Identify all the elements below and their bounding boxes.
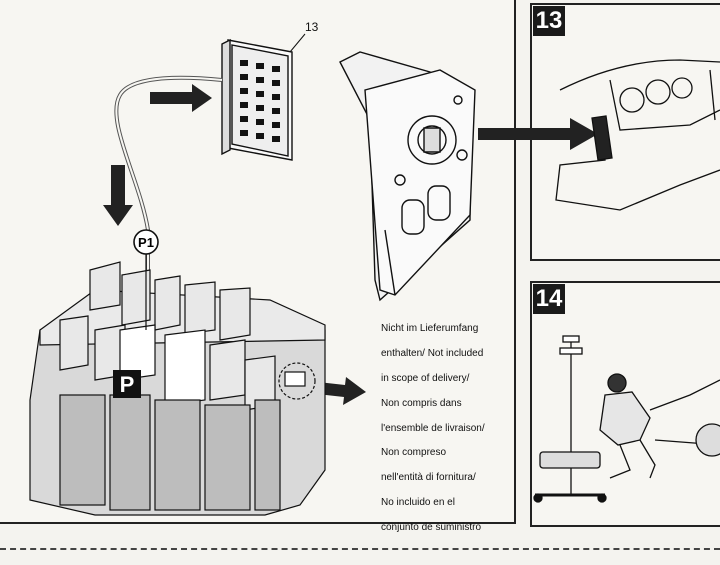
note-line: Non compreso <box>381 447 447 459</box>
note-line: conjunto de suministro <box>381 521 482 533</box>
note-line: l'ensemble de livraison/ <box>381 422 485 434</box>
arrow-down-icon <box>103 165 133 226</box>
part-number-callout: 13 <box>305 20 319 34</box>
note-line: nell'entità di fornitura/ <box>381 472 476 484</box>
note-line: No incluido en el <box>381 497 455 509</box>
note-line: Nicht im Lieferumfang <box>381 323 479 335</box>
relay-p-box <box>113 370 141 398</box>
connector-plug-drawing <box>221 33 306 161</box>
light-switch-module-drawing <box>339 51 476 302</box>
note-line: Non compris dans <box>381 397 462 409</box>
arrow-right-icon <box>150 84 212 112</box>
note-line: in scope of delivery/ <box>381 373 470 385</box>
step-13-badge: 13 <box>533 6 565 36</box>
note-line: enthalten/ Not included <box>381 348 484 360</box>
relay-p-label: P <box>120 372 135 397</box>
fuse-box-drawing <box>29 261 326 516</box>
connector-wire <box>114 75 223 290</box>
delivery-scope-note: Nicht im Lieferumfang enthalten/ Not inc… <box>381 311 511 547</box>
dashboard-drawing <box>555 59 720 211</box>
step-14-badge: 14 <box>533 284 565 314</box>
arrow-out-of-fuse-box-icon <box>317 377 366 405</box>
arrow-to-step-13-icon <box>478 118 598 150</box>
cut-line <box>0 548 720 550</box>
connector-p1-label: P1 <box>138 235 154 250</box>
headlight-adjustment-drawing <box>533 335 720 503</box>
